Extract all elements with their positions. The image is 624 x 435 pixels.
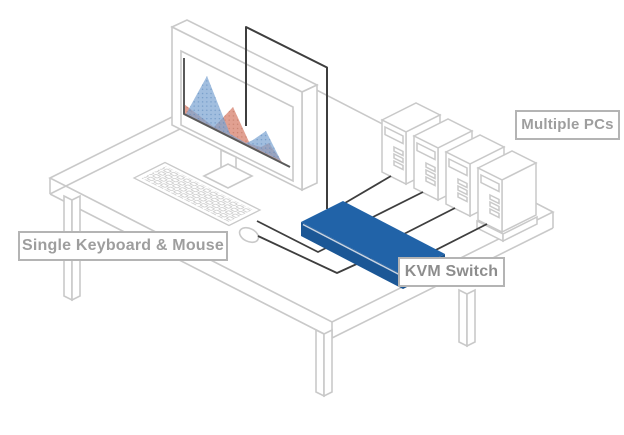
label-single-keyboard-mouse: Single Keyboard & Mouse <box>18 231 228 261</box>
pc-cable-1 <box>344 175 392 204</box>
pc-slot <box>489 193 500 205</box>
kvm-switch-top <box>301 201 445 275</box>
desk-leg-left <box>63 194 81 302</box>
label-multiple-pcs: Multiple PCs <box>515 110 620 140</box>
pc-slot <box>489 207 500 219</box>
pc-cables <box>344 175 488 257</box>
pc-slot <box>393 159 404 171</box>
desk-leg-right <box>458 288 476 348</box>
kvm-switch-front <box>301 222 403 289</box>
monitor-stand-base <box>202 163 254 189</box>
pc-cable-2 <box>370 191 424 219</box>
pc-tower-4 <box>476 150 538 243</box>
pc-drive-bay <box>416 141 436 161</box>
pc-slot <box>425 175 436 187</box>
kvm-switch-edge-highlight <box>302 223 402 277</box>
chart-axis <box>183 58 291 168</box>
keyboard-keys <box>141 166 253 222</box>
chart-area-blue-dots <box>186 76 281 161</box>
monitor-cable <box>245 26 328 209</box>
pc-slot <box>489 200 500 212</box>
keyboard <box>132 161 262 227</box>
pc-drive-bay <box>384 125 404 145</box>
pc-slot <box>457 184 468 196</box>
mouse <box>238 226 260 244</box>
pc-foot-side <box>502 215 538 243</box>
pc-drive-bay <box>480 173 500 193</box>
monitor-side-edge <box>301 83 318 192</box>
pc-slot <box>425 168 436 180</box>
pc-slot <box>457 177 468 189</box>
screen-chart <box>183 58 291 168</box>
desk-apron-front-left <box>49 193 333 339</box>
pc-drive-bay <box>448 157 468 177</box>
pc-slot <box>393 152 404 164</box>
pc-cable-3 <box>397 207 456 238</box>
pc-group <box>380 102 538 243</box>
desk-leg-front <box>315 328 333 398</box>
label-kvm-switch: KVM Switch <box>398 257 505 287</box>
pc-slot <box>457 191 468 203</box>
pc-slot <box>393 145 404 157</box>
pc-slot <box>425 161 436 173</box>
